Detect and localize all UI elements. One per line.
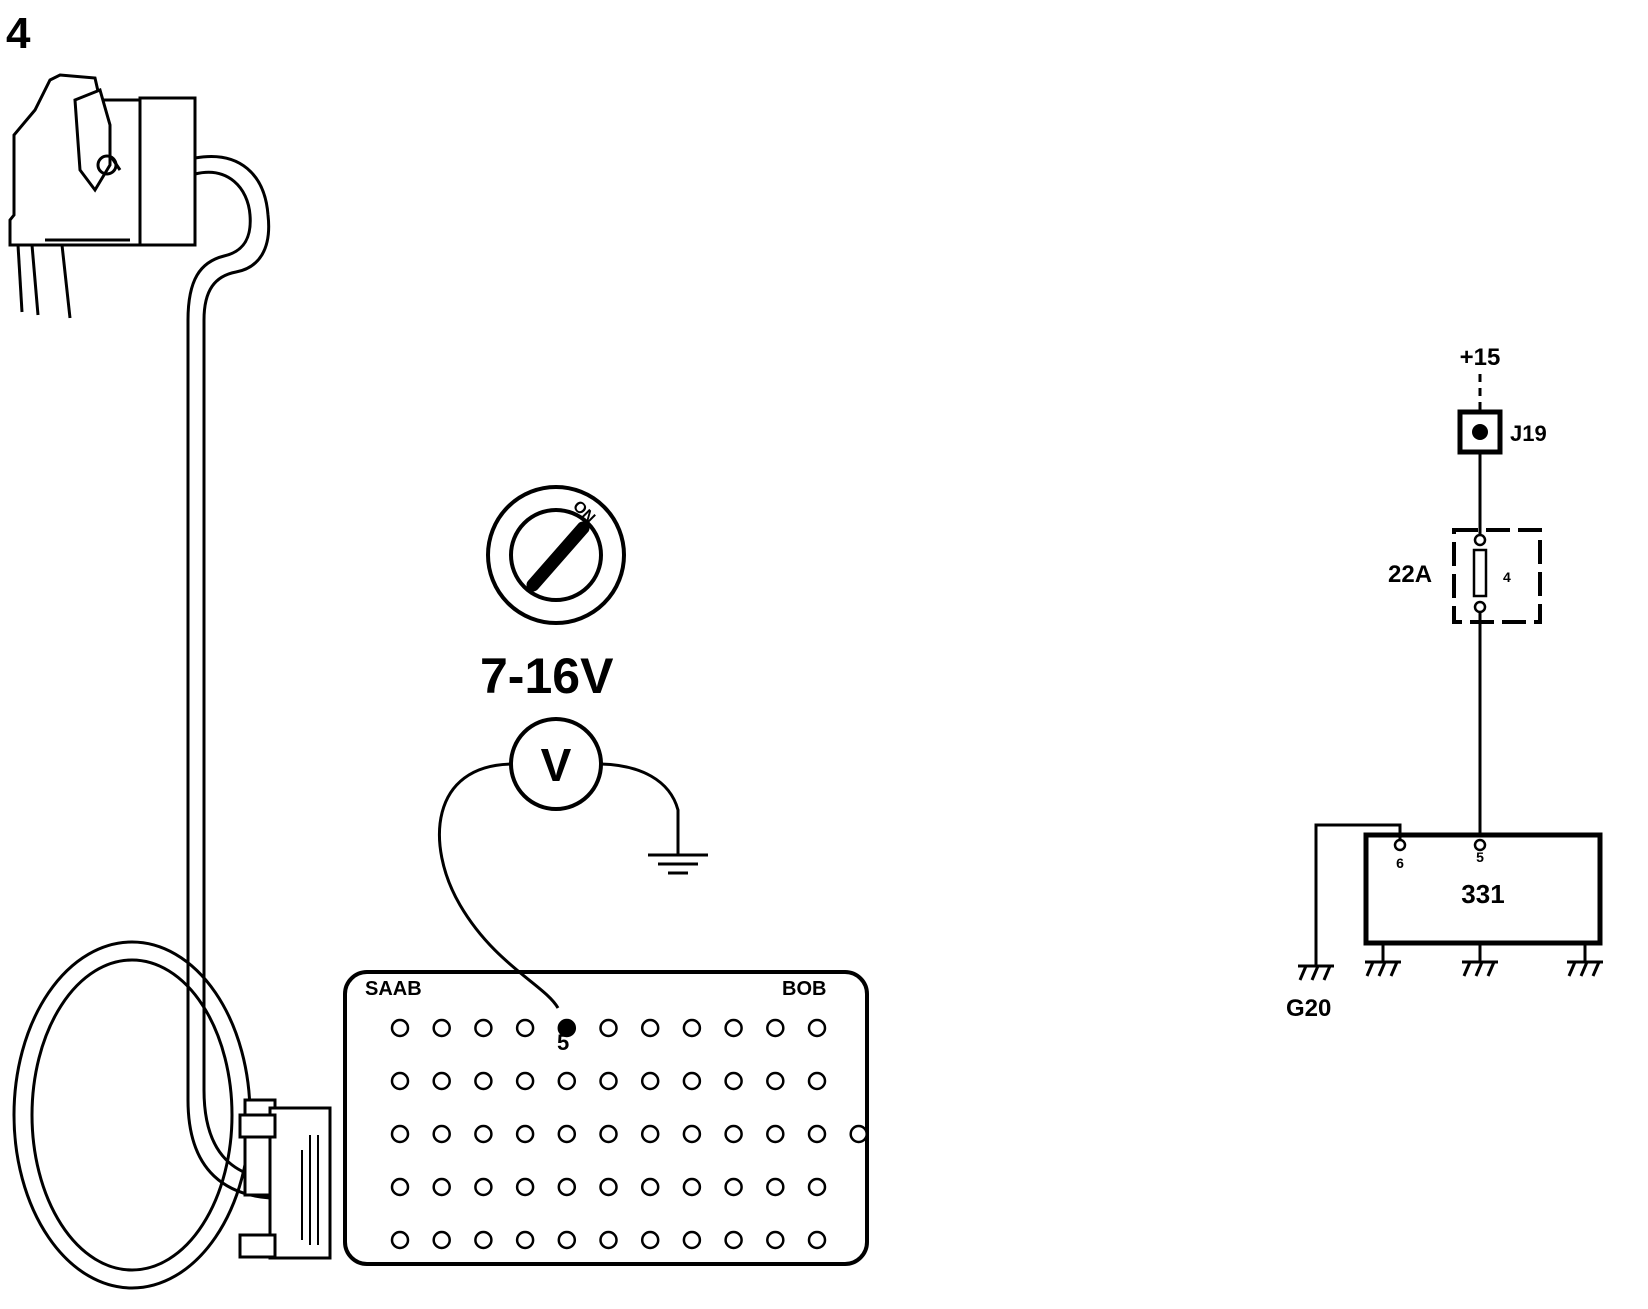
fuse-box (1452, 528, 1542, 624)
bob-pin (640, 1124, 660, 1144)
ground-symbol (648, 853, 708, 875)
bob-pin (515, 1018, 535, 1038)
module-label: 331 (1461, 879, 1504, 909)
ground-label: G20 (1286, 995, 1331, 1022)
bob-pin (766, 1177, 785, 1197)
voltmeter-symbol: V (541, 739, 572, 791)
bob-pin (724, 1124, 743, 1144)
bob-plug (238, 1098, 332, 1260)
bob-model-label: BOB (782, 978, 826, 1000)
bob-pin (474, 1071, 493, 1091)
fuse-symbol (1472, 548, 1488, 598)
bob-pin (474, 1018, 493, 1038)
fuse-number: 4 (1503, 569, 1511, 585)
wiring-diagram: +15 J19 4 22A 6 5 331 G20 (1286, 344, 1603, 1022)
probe-pin-label: 5 (557, 1030, 569, 1055)
bob-pin (474, 1124, 493, 1144)
junction-label: J19 (1510, 421, 1547, 446)
bob-pin (432, 1230, 451, 1250)
bob-pin (432, 1018, 451, 1038)
bob-pin (766, 1018, 785, 1038)
bob-pin (724, 1071, 743, 1091)
bob-pin (432, 1071, 451, 1091)
probe-lead (437, 762, 560, 1009)
bob-pin (682, 1230, 702, 1250)
bob-pin (557, 1071, 577, 1091)
bob-brand-label: SAAB (365, 978, 422, 1000)
bob-pin (390, 1124, 410, 1144)
bob-pin (557, 1124, 577, 1144)
bob-pin (682, 1124, 702, 1144)
bob-pin (640, 1177, 660, 1197)
bob-pin (474, 1177, 493, 1197)
bob-pin (724, 1018, 743, 1038)
bob-pin (599, 1230, 618, 1250)
bob-pin (599, 1124, 618, 1144)
bob-pin (515, 1124, 535, 1144)
ignition-switch: ON (486, 485, 626, 625)
bob-pin (640, 1230, 660, 1250)
ground-wire (1314, 823, 1402, 966)
bob-pin (432, 1124, 451, 1144)
module-pin-5-label: 5 (1476, 849, 1484, 865)
bob-pin (557, 1177, 577, 1197)
bob-pin (390, 1018, 410, 1038)
bob-pin (807, 1124, 827, 1144)
bob-pin (766, 1071, 785, 1091)
bob-pin (807, 1177, 827, 1197)
bob-pin (682, 1071, 702, 1091)
module-331 (1363, 832, 1603, 946)
chassis-ground-g20 (1298, 964, 1334, 981)
bob-pin (724, 1177, 743, 1197)
bob-pin (807, 1071, 827, 1091)
adapter-cable (12, 155, 271, 1290)
bob-pin (390, 1230, 410, 1250)
bob-pin-probed (557, 1018, 577, 1038)
bob-pin-grid (390, 1018, 868, 1250)
bob-pin (432, 1177, 451, 1197)
bob-pin (557, 1230, 577, 1250)
vehicle-connector (8, 73, 197, 319)
bob-pin (849, 1124, 868, 1144)
module-ground-left (1365, 943, 1401, 977)
step-number: 4 (6, 9, 31, 58)
supply-label: +15 (1460, 344, 1501, 371)
bob-pin (390, 1071, 410, 1091)
bob-pin (599, 1071, 618, 1091)
module-ground-middle (1462, 943, 1498, 977)
bob-pin (390, 1177, 410, 1197)
bob-pin (515, 1177, 535, 1197)
voltmeter: V (509, 717, 603, 811)
ground-lead (600, 762, 680, 855)
fuse-label: 22A (1388, 561, 1432, 588)
bob-pin (515, 1071, 535, 1091)
bob-pin (766, 1230, 785, 1250)
bob-pin (766, 1124, 785, 1144)
bob-pin (474, 1230, 493, 1250)
bob-pin (724, 1230, 743, 1250)
bob-pin (640, 1018, 660, 1038)
module-ground-right (1567, 943, 1603, 977)
bob-pin (599, 1018, 618, 1038)
bob-pin (599, 1177, 618, 1197)
bob-pin (640, 1071, 660, 1091)
bob-pin (682, 1177, 702, 1197)
bob-pin (807, 1018, 827, 1038)
bob-pin (807, 1230, 827, 1250)
module-pin-6-label: 6 (1396, 855, 1404, 871)
bob-pin (515, 1230, 535, 1250)
breakout-box-body (343, 970, 869, 1266)
voltage-range-label: 7-16V (480, 648, 614, 704)
bob-pin (682, 1018, 702, 1038)
